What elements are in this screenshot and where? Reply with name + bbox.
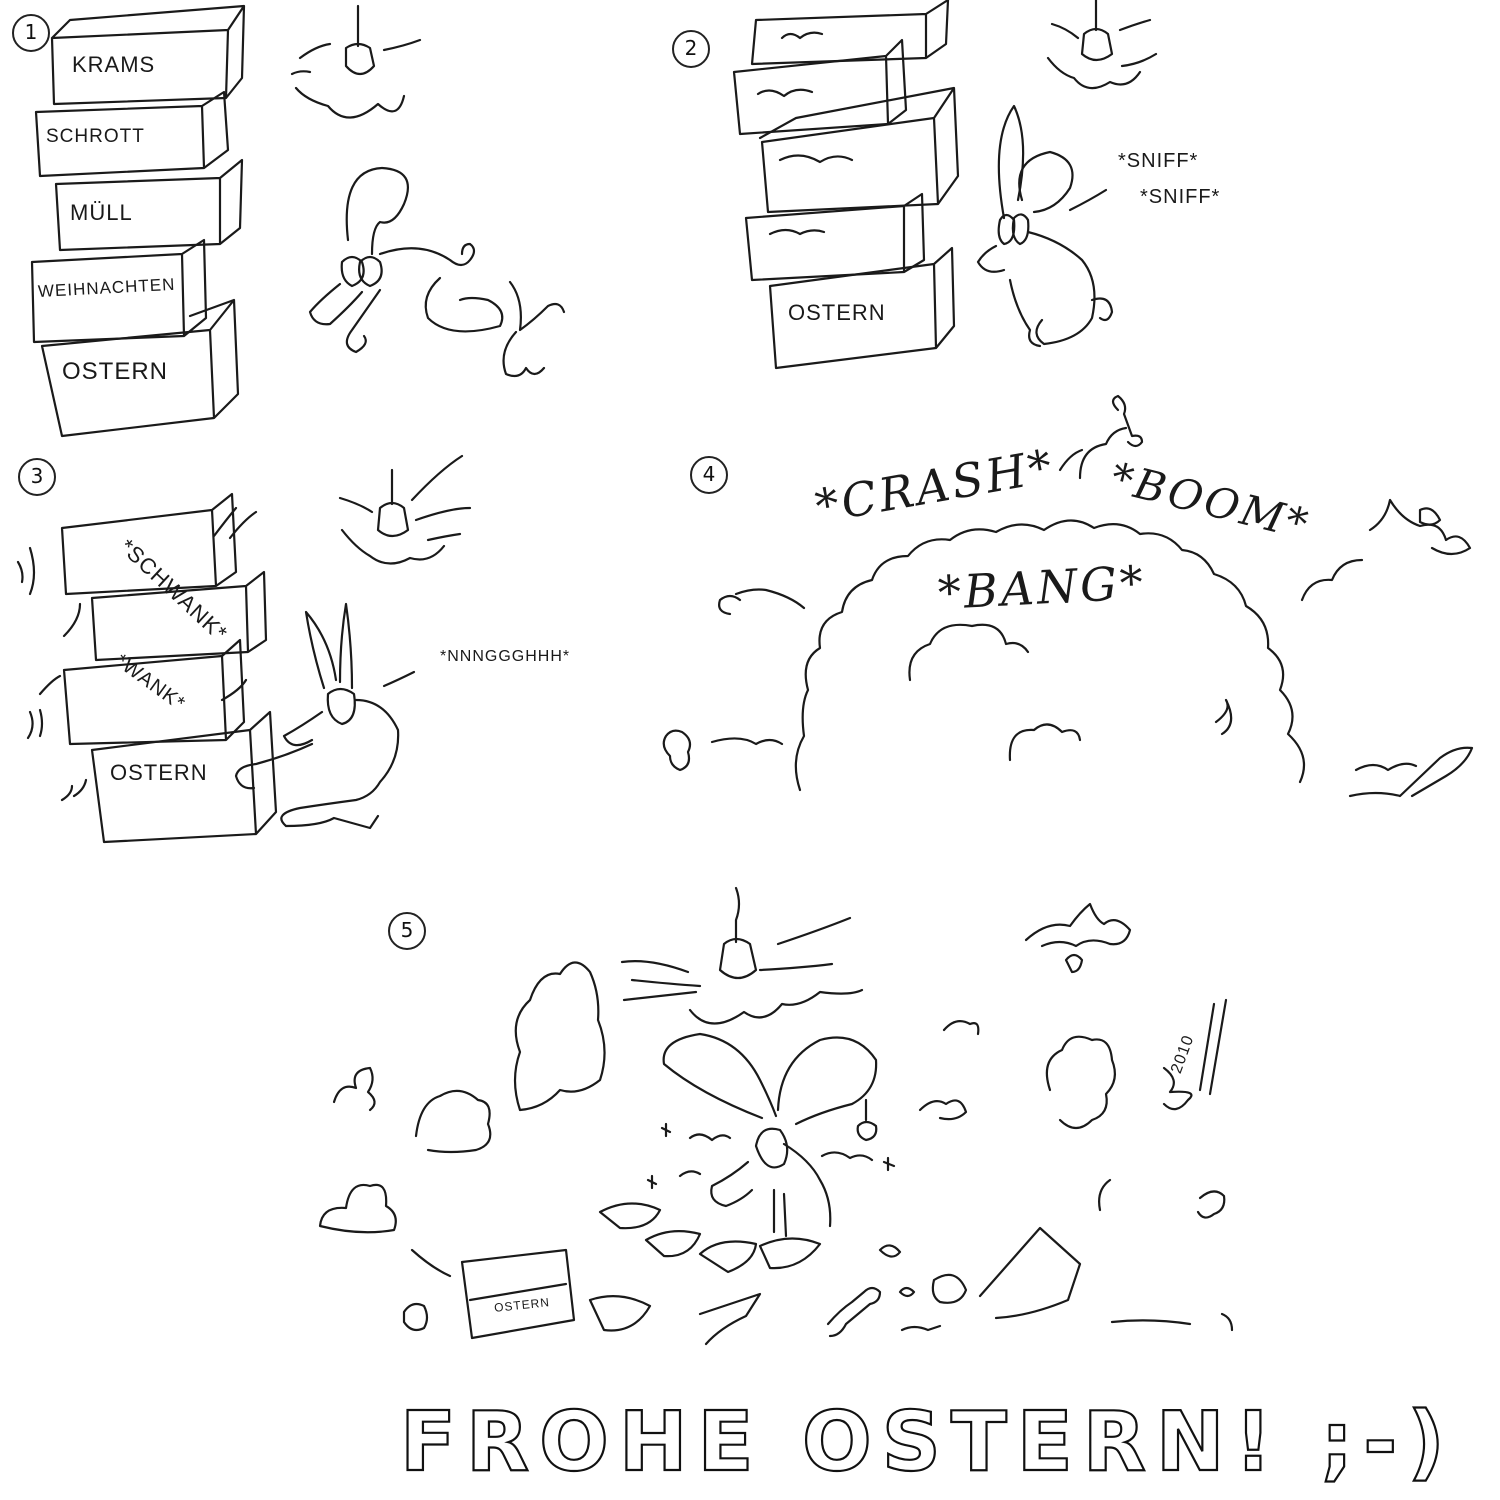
box-label-schrott: SCHROTT <box>46 126 145 147</box>
panel-1-lamp <box>290 4 422 119</box>
panel-5-number: 5 <box>388 912 426 950</box>
p4-bang: *BANG* <box>936 555 1148 620</box>
p3-box-label-ostern: OSTERN <box>110 760 208 785</box>
panel-5-rubble-pile <box>402 1202 1234 1346</box>
panel-3-dog <box>234 602 416 830</box>
panel-5-debris-clouds <box>318 902 1226 1278</box>
panel-4-flying-debris <box>662 498 1474 798</box>
panel-1-dog <box>308 166 566 378</box>
p2-box-label-ostern: OSTERN <box>788 300 886 325</box>
panel-1-box-stack <box>30 4 246 438</box>
panel-2-number: 2 <box>672 30 710 68</box>
box-label-ostern: OSTERN <box>62 358 169 385</box>
panel-2-box-stack <box>732 0 960 370</box>
p3-nngh: *NNNGGGHHH* <box>440 648 571 665</box>
panel-3-number: 3 <box>18 458 56 496</box>
panel-5-lamp <box>620 886 864 1025</box>
panel-5-sparkles <box>646 1122 896 1190</box>
panel-3-box-stack <box>16 492 278 844</box>
p2-sniff-1: *SNIFF* <box>1118 150 1199 172</box>
panel-1-number: 1 <box>12 14 50 52</box>
easter-greeting: FROHE OSTERN! ;-) <box>399 1394 1455 1491</box>
panel-4-number: 4 <box>690 456 728 494</box>
box-label-muell: MÜLL <box>70 200 133 225</box>
panel-2-lamp <box>1046 0 1158 90</box>
panel-5-dog <box>662 1032 878 1238</box>
panel-5-signature <box>1162 998 1228 1111</box>
panel-3-lamp <box>338 454 472 565</box>
box-label-krams: KRAMS <box>72 52 156 77</box>
panel-4-explosion-cloud <box>794 394 1306 792</box>
p2-sniff-2: *SNIFF* <box>1140 186 1221 208</box>
panel-2-dog <box>976 104 1114 348</box>
